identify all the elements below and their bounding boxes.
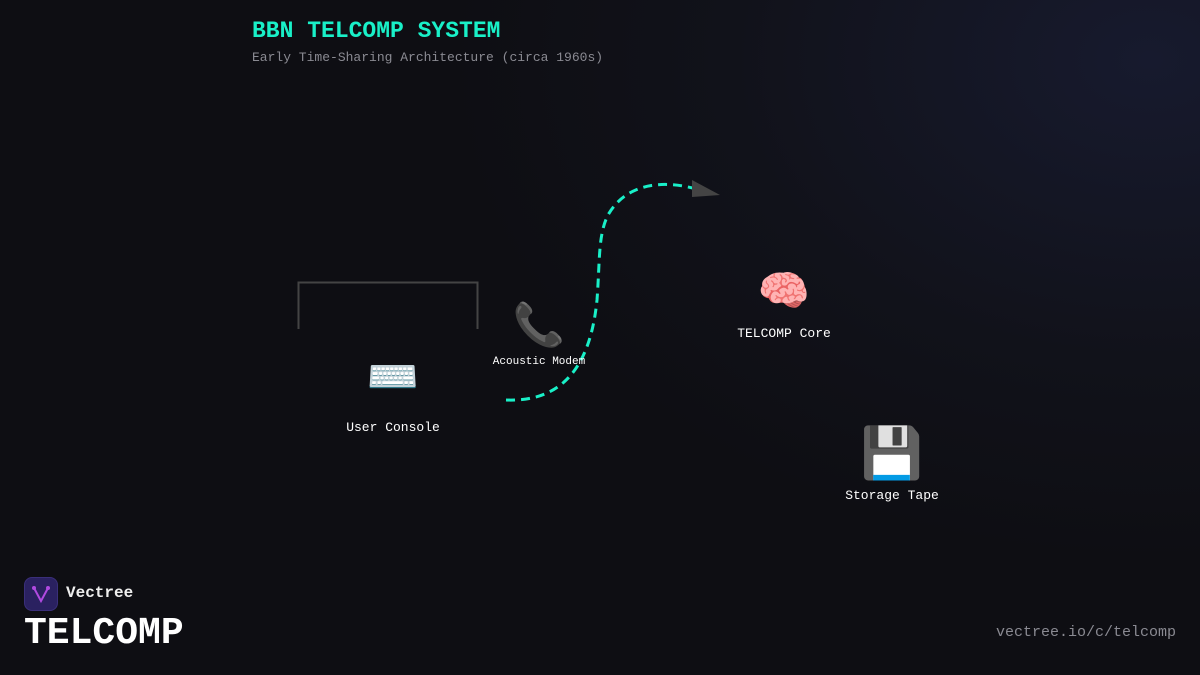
product-name: TELCOMP	[24, 612, 184, 655]
floppy-disk-icon: 💾	[860, 424, 924, 482]
vectree-logo	[24, 577, 58, 611]
brand-name: Vectree	[66, 584, 134, 602]
node-label: Acoustic Modem	[492, 356, 586, 368]
node-label: Storage Tape	[845, 488, 939, 503]
diagram-title: BBN TELCOMP SYSTEM	[252, 18, 501, 44]
data-flow-path	[505, 183, 701, 402]
node-label: TELCOMP Core	[737, 326, 831, 341]
bracket	[297, 281, 479, 329]
brain-icon: 🧠	[757, 266, 811, 315]
diagram-subtitle: Early Time-Sharing Architecture (circa 1…	[252, 50, 604, 65]
node-telcomp-core[interactable]: 🧠 TELCOMP Core	[737, 266, 831, 342]
node-user-console[interactable]: ⌨️ User Console	[346, 352, 440, 436]
node-label: User Console	[346, 420, 440, 435]
arrowhead	[692, 180, 720, 197]
source-url[interactable]: vectree.io/c/telcomp	[995, 624, 1176, 641]
node-acoustic-modem[interactable]: 📞 Acoustic Modem	[492, 300, 586, 369]
node-storage-tape[interactable]: 💾 Storage Tape	[845, 428, 939, 503]
keyboard-icon: ⌨️	[366, 352, 420, 401]
telephone-icon: 📞	[512, 300, 566, 349]
